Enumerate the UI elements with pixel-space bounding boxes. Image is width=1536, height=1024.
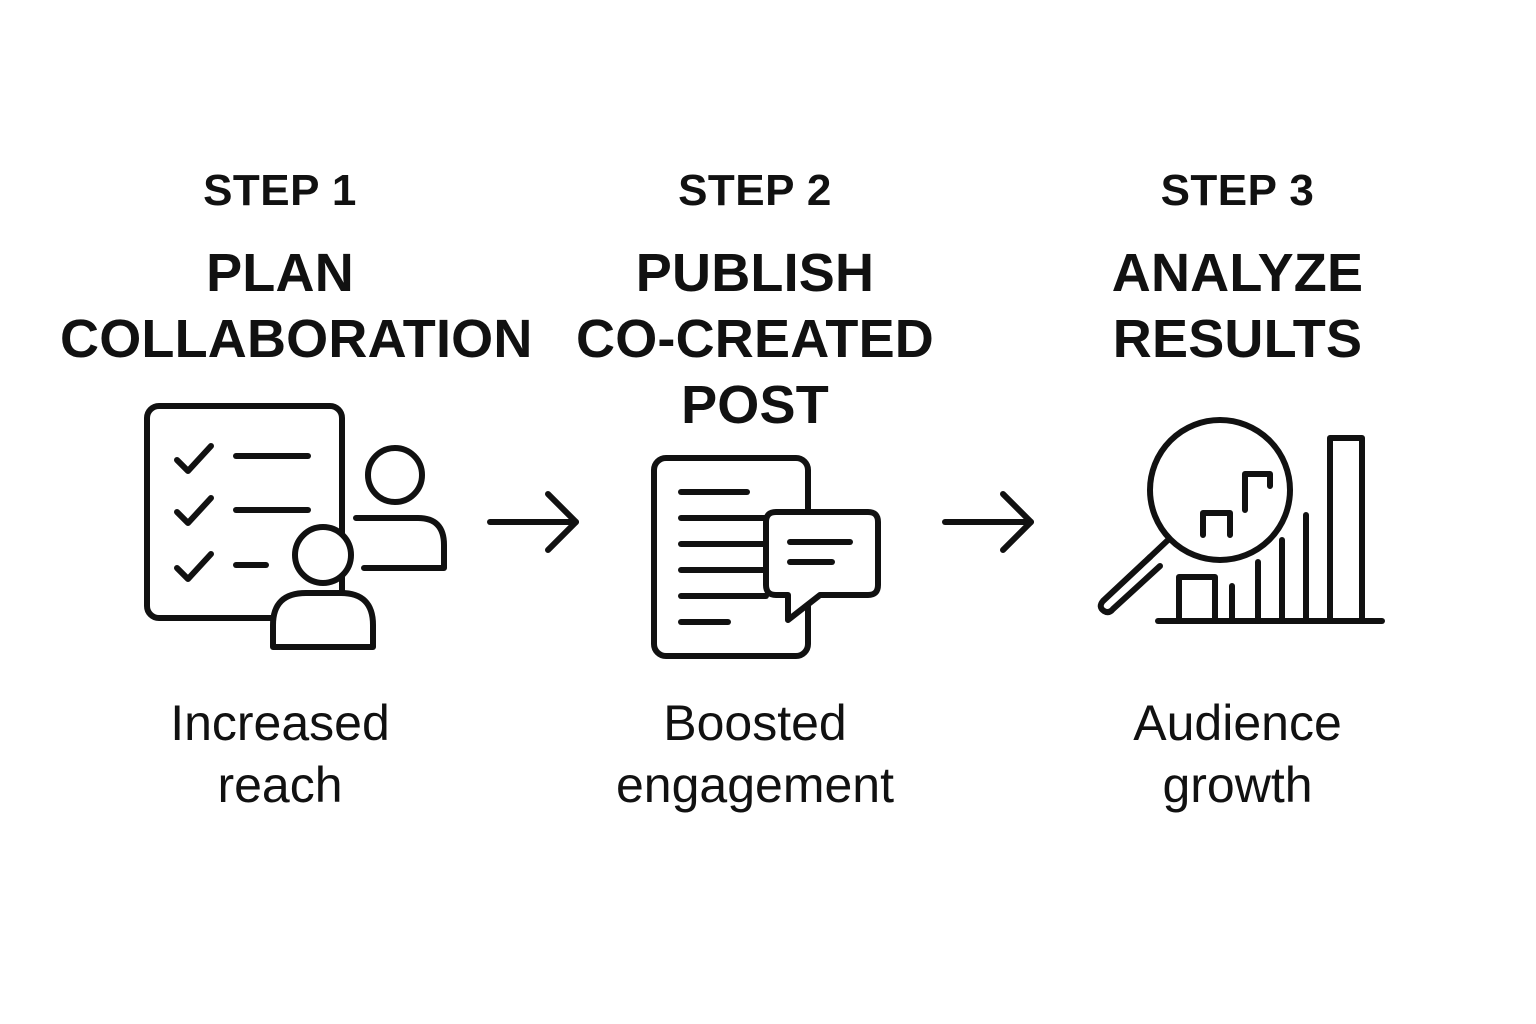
step-2-label: STEP 2 [678, 166, 832, 215]
step-2-title-line-2: CO-CREATED [576, 309, 934, 369]
magnifier-bar-chart-icon [1097, 417, 1385, 624]
arrow-right-icon [942, 491, 1034, 553]
step-1-title-line-2: COLLABORATION [60, 309, 533, 369]
step-3-result-line-2: growth [1162, 757, 1313, 813]
step-3-title-line-2: RESULTS [1112, 309, 1363, 369]
step-2-title-line-3: POST [681, 375, 829, 435]
step-3-title: ANALYZE RESULTS [1020, 240, 1455, 372]
step-1-title: PLAN COLLABORATION [60, 240, 533, 372]
step-3-title-line-1: ANALYZE [1111, 243, 1364, 303]
step-1-label: STEP 1 [203, 166, 357, 215]
step-2-result-line-1: Boosted [663, 695, 847, 751]
step-3-result-line-1: Audience [1133, 695, 1342, 751]
step-2-result: Boosted engagement [545, 692, 965, 816]
arrow-right-icon [487, 491, 579, 553]
document-with-comment-icon [651, 455, 881, 659]
step-1-result: Increased reach [60, 692, 500, 816]
checklist-with-people-icon [144, 403, 447, 650]
step-1-result-line-2: reach [217, 757, 343, 813]
step-2-title: PUBLISH CO-CREATED POST [545, 240, 965, 438]
step-1-result-line-1: Increased [170, 695, 390, 751]
step-2-title-line-1: PUBLISH [635, 243, 875, 303]
step-2-result-line-2: engagement [615, 757, 894, 813]
step-3-label: STEP 3 [1160, 166, 1315, 215]
step-3-result: Audience growth [1020, 692, 1455, 816]
step-1-title-line-1: PLAN [206, 243, 354, 303]
